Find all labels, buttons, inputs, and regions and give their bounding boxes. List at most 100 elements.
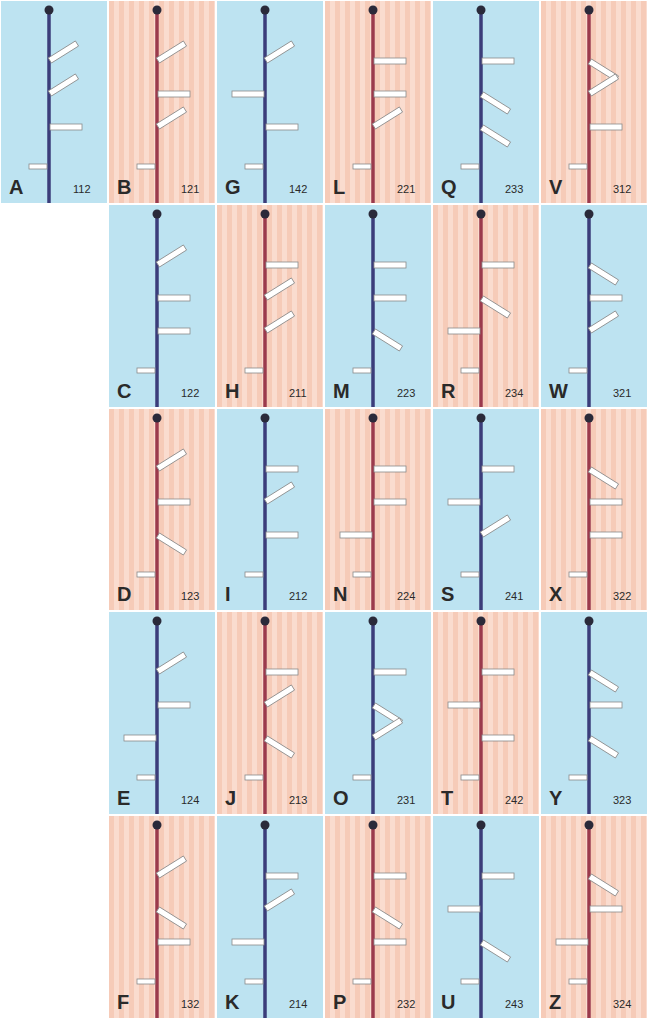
signal-panel: P 232 <box>324 815 432 1019</box>
semaphore-mast <box>325 409 432 612</box>
signal-panel: H 211 <box>216 204 324 408</box>
semaphore-mast <box>433 816 540 1019</box>
semaphore-mast <box>217 409 324 612</box>
code-number: 322 <box>613 591 631 602</box>
signal-panel: N 224 <box>324 408 432 612</box>
code-number: 221 <box>397 184 415 195</box>
letter-label: W <box>549 381 568 401</box>
letter-label: N <box>333 584 347 604</box>
semaphore-mast <box>217 612 324 815</box>
letter-label: P <box>333 992 346 1012</box>
signal-panel: L 221 <box>324 0 432 204</box>
code-number: 312 <box>613 184 631 195</box>
letter-label: A <box>9 177 23 197</box>
signal-panel: A 112 <box>0 0 108 204</box>
semaphore-mast <box>1 1 108 204</box>
semaphore-mast <box>433 409 540 612</box>
letter-label: M <box>333 381 350 401</box>
code-number: 232 <box>397 999 415 1010</box>
letter-label: V <box>549 177 562 197</box>
semaphore-mast <box>325 612 432 815</box>
semaphore-mast <box>433 612 540 815</box>
letter-label: D <box>117 584 131 604</box>
semaphore-mast <box>541 409 648 612</box>
code-number: 112 <box>73 184 91 195</box>
signal-panel: W 321 <box>540 204 648 408</box>
signal-panel: Y 323 <box>540 611 648 815</box>
semaphore-mast <box>217 816 324 1019</box>
signal-panel: R 234 <box>432 204 540 408</box>
signal-panel: V 312 <box>540 0 648 204</box>
code-number: 132 <box>181 999 199 1010</box>
signal-panel: K214 <box>216 815 324 1019</box>
letter-label: Z <box>549 992 561 1012</box>
code-number: 212 <box>289 591 307 602</box>
code-number: 243 <box>505 999 523 1010</box>
code-number: 233 <box>505 184 523 195</box>
code-number: 124 <box>181 795 199 806</box>
semaphore-mast <box>109 612 216 815</box>
semaphore-mast <box>541 205 648 408</box>
signal-panel: F 132 <box>108 815 216 1019</box>
code-number: 214 <box>289 999 307 1010</box>
semaphore-mast <box>109 409 216 612</box>
code-number: 234 <box>505 388 523 399</box>
letter-label: I <box>225 584 231 604</box>
semaphore-mast <box>325 205 432 408</box>
signal-panel: Q 233 <box>432 0 540 204</box>
semaphore-mast <box>433 1 540 204</box>
letter-label: S <box>441 584 454 604</box>
semaphore-mast <box>109 205 216 408</box>
signal-panel: E124 <box>108 611 216 815</box>
letter-label: O <box>333 788 349 808</box>
code-number: 213 <box>289 795 307 806</box>
letter-label: C <box>117 381 131 401</box>
code-number: 231 <box>397 795 415 806</box>
letter-label: B <box>117 177 131 197</box>
letter-label: L <box>333 177 345 197</box>
code-number: 323 <box>613 795 631 806</box>
code-number: 122 <box>181 388 199 399</box>
signal-panel: T242 <box>432 611 540 815</box>
signal-panel: G 142 <box>216 0 324 204</box>
letter-label: H <box>225 381 239 401</box>
semaphore-mast <box>109 816 216 1019</box>
signal-panel: U 243 <box>432 815 540 1019</box>
letter-label: X <box>549 584 562 604</box>
code-number: 123 <box>181 591 199 602</box>
signal-panel: B 121 <box>108 0 216 204</box>
signal-panel: D 123 <box>108 408 216 612</box>
semaphore-mast <box>325 816 432 1019</box>
letter-label: U <box>441 992 455 1012</box>
signal-panel: X 322 <box>540 408 648 612</box>
signal-panel: S 241 <box>432 408 540 612</box>
letter-label: Q <box>441 177 457 197</box>
semaphore-mast <box>325 1 432 204</box>
code-number: 224 <box>397 591 415 602</box>
code-number: 242 <box>505 795 523 806</box>
code-number: 121 <box>181 184 199 195</box>
letter-label: G <box>225 177 241 197</box>
letter-label: J <box>225 788 236 808</box>
signal-panel: I 212 <box>216 408 324 612</box>
code-number: 223 <box>397 388 415 399</box>
code-number: 142 <box>289 184 307 195</box>
letter-label: Y <box>549 788 562 808</box>
code-number: 211 <box>289 388 307 399</box>
code-number: 324 <box>613 999 631 1010</box>
semaphore-mast <box>217 1 324 204</box>
signal-panel: C 122 <box>108 204 216 408</box>
signal-panel: Z 324 <box>540 815 648 1019</box>
signal-panel: O 231 <box>324 611 432 815</box>
semaphore-mast <box>541 612 648 815</box>
semaphore-mast <box>109 1 216 204</box>
signal-panel: J 213 <box>216 611 324 815</box>
signal-panel: M 223 <box>324 204 432 408</box>
code-number: 241 <box>505 591 523 602</box>
semaphore-mast <box>433 205 540 408</box>
semaphore-mast <box>541 1 648 204</box>
code-number: 321 <box>613 388 631 399</box>
letter-label: F <box>117 992 129 1012</box>
semaphore-mast <box>217 205 324 408</box>
letter-label: R <box>441 381 455 401</box>
